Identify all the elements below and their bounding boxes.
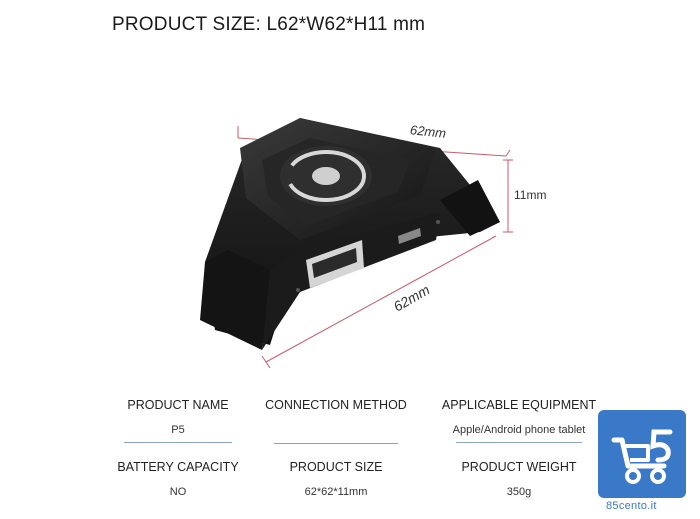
spec-value: NO (169, 486, 187, 498)
spec-label: PRODUCT SIZE (289, 460, 383, 474)
spec-value: Apple/Android phone tablet (452, 424, 586, 436)
spec-value: P5 (171, 424, 185, 436)
spec-connection-method: CONNECTION METHOD (256, 398, 416, 444)
spec-label: PRODUCT NAME (127, 398, 229, 412)
dimension-height-label: 11mm (514, 188, 547, 202)
spec-value: 62*62*11mm (304, 486, 368, 498)
spec-label: PRODUCT WEIGHT (461, 460, 577, 474)
spec-label: BATTERY CAPACITY (117, 460, 239, 474)
spec-table: PRODUCT NAME P5 CONNECTION METHOD APPLIC… (100, 392, 600, 512)
spec-value: 350g (506, 486, 532, 498)
divider (274, 443, 398, 444)
spec-applicable-equipment: APPLICABLE EQUIPMENT Apple/Android phone… (439, 398, 599, 443)
spec-product-size: PRODUCT SIZE 62*62*11mm (256, 460, 416, 498)
spec-label: CONNECTION METHOD (265, 398, 407, 412)
spec-value (256, 424, 416, 437)
spec-product-weight: PRODUCT WEIGHT 350g (439, 460, 599, 498)
device-body (200, 118, 500, 350)
spec-product-name: PRODUCT NAME P5 (98, 398, 258, 443)
product-image (200, 118, 513, 369)
spec-label: APPLICABLE EQUIPMENT (441, 398, 597, 412)
spec-battery-capacity: BATTERY CAPACITY NO (98, 460, 258, 498)
shopping-cart-85-logo-icon[interactable] (598, 410, 686, 498)
divider (456, 442, 582, 443)
divider (124, 442, 232, 443)
page-title: PRODUCT SIZE: L62*W62*H11 mm (112, 14, 426, 35)
logo-caption: 85cento.it (606, 500, 657, 512)
